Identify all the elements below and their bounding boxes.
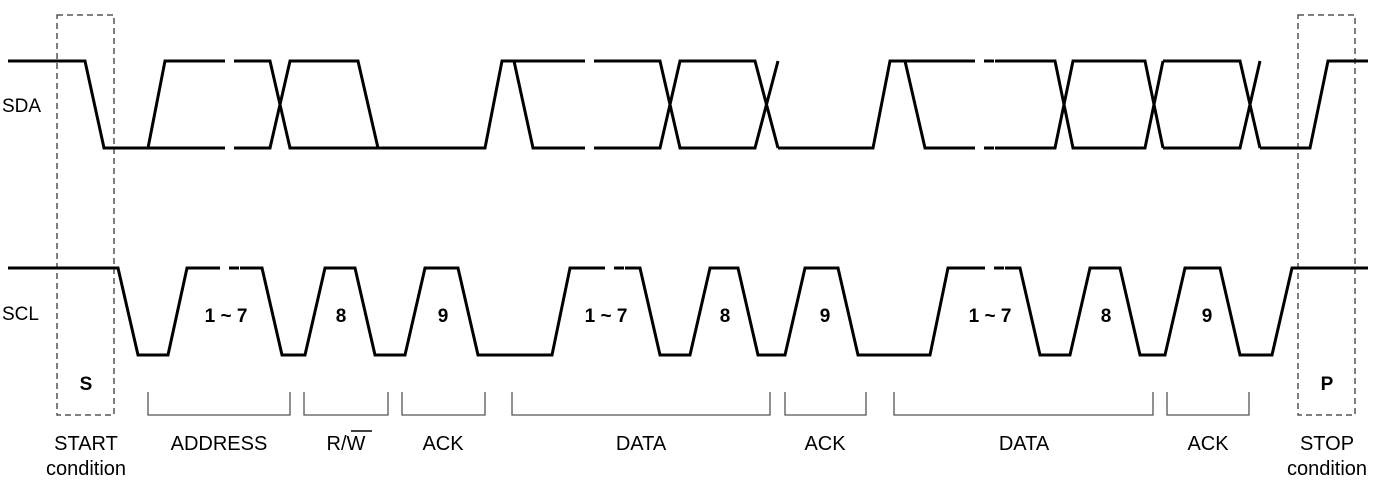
rw-section-label: R/W xyxy=(327,433,366,455)
clock-label-b3-9: 9 xyxy=(1202,306,1213,327)
address-section-label: ADDRESS xyxy=(171,433,268,455)
stop-condition-box xyxy=(1297,14,1356,416)
sda-d1-low-end xyxy=(600,59,700,150)
ack1-section-label: ACK xyxy=(422,433,464,455)
bracket-address xyxy=(147,392,291,416)
bracket-data1 xyxy=(511,392,771,416)
sda-start-fall xyxy=(8,59,148,150)
sda-ack2 xyxy=(778,59,905,150)
clock-label-b3: 1 ~ 7 xyxy=(969,306,1012,327)
scl-label: SCL xyxy=(2,304,39,325)
sda-d1-b8-high xyxy=(680,59,780,149)
bracket-rw xyxy=(303,392,389,416)
bracket-ack2 xyxy=(784,392,867,416)
clock-label-b1: 1 ~ 7 xyxy=(205,306,248,327)
start-condition-box xyxy=(56,14,115,416)
sda-d2-low-end xyxy=(995,59,1090,150)
clock-label-b2-8: 8 xyxy=(720,306,731,327)
rw-read-part: R/ xyxy=(327,433,347,455)
sda-ack3-low xyxy=(1163,60,1262,150)
stop-section-label-line2: condition xyxy=(1287,458,1367,480)
data1-section-label: DATA xyxy=(616,433,667,455)
stop-marker: P xyxy=(1321,374,1334,395)
clock-label-b2-9: 9 xyxy=(820,306,831,327)
section-brackets xyxy=(147,392,1250,416)
sda-d2-b8-high xyxy=(1073,59,1165,149)
ack3-section-label: ACK xyxy=(1187,433,1229,455)
clock-label-b2: 1 ~ 7 xyxy=(585,306,628,327)
bracket-data2 xyxy=(893,392,1154,416)
start-section-label-line1: START xyxy=(54,433,118,455)
start-section-label-line2: condition xyxy=(46,458,126,480)
sda-rw-high xyxy=(290,59,380,149)
bracket-ack1 xyxy=(401,392,486,416)
sda-addr-rise xyxy=(146,59,215,149)
sda-stop-rise xyxy=(1260,59,1368,150)
scl-b1-end xyxy=(240,266,595,357)
sda-d1-high-end xyxy=(600,59,700,150)
sda-d2-high-end xyxy=(995,59,1090,150)
clock-label-b1-9: 9 xyxy=(438,306,449,327)
sda-d2-b8-low xyxy=(1073,60,1165,150)
bracket-ack3 xyxy=(1166,392,1250,416)
sda-addr-high-end xyxy=(235,59,305,150)
sda-d1-b8-low xyxy=(680,60,780,150)
sda-ack3-high xyxy=(1163,59,1262,149)
sda-addr-low-end xyxy=(235,59,305,150)
sda-d1-low-start xyxy=(502,59,575,150)
clock-label-b3-8: 8 xyxy=(1101,306,1112,327)
sda-ack1 xyxy=(378,59,520,150)
scl-b3-end xyxy=(1005,266,1368,357)
sda-waveform xyxy=(8,59,1368,150)
start-marker: S xyxy=(80,374,93,395)
rw-write-overlined: W xyxy=(347,433,366,455)
scl-b1-start xyxy=(8,266,210,357)
scl-waveform xyxy=(8,266,1368,357)
scl-b2-end xyxy=(625,266,975,357)
sda-label: SDA xyxy=(2,96,41,117)
ack2-section-label: ACK xyxy=(804,433,846,455)
clock-label-b1-8: 8 xyxy=(336,306,347,327)
sda-d2-low-start xyxy=(890,59,965,150)
data2-section-label: DATA xyxy=(999,433,1050,455)
stop-section-label-line1: STOP xyxy=(1300,433,1354,455)
